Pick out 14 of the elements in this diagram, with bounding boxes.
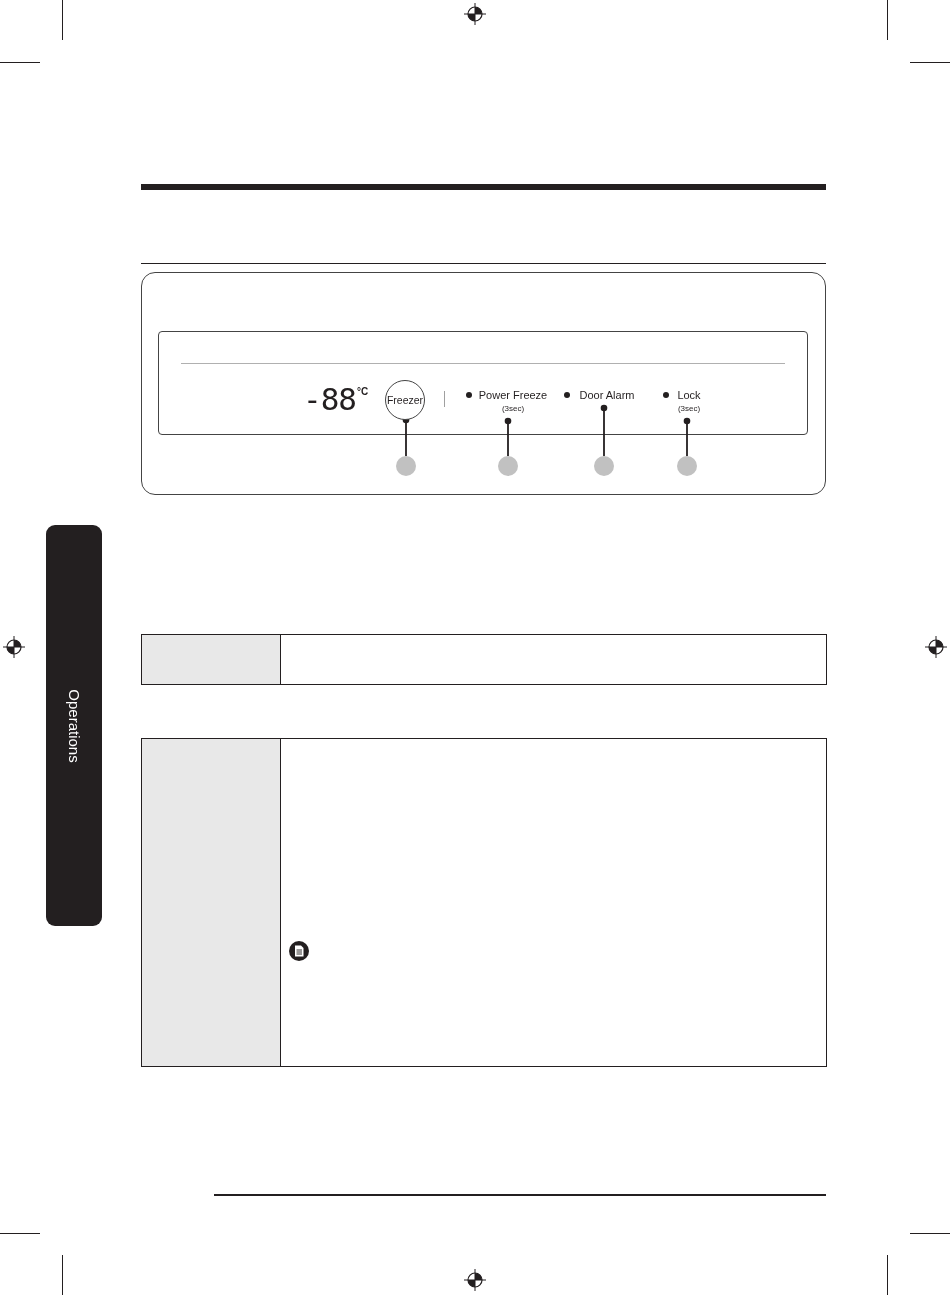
unit-label: °C [357,386,369,397]
control-label: Lock (3sec) [677,389,701,421]
temperature-display: -88 [303,383,356,415]
callout-circle [396,456,416,476]
callout-circle [677,456,697,476]
callout-circle [594,456,614,476]
leader-line [600,404,608,457]
leader-line [504,417,512,457]
section-tab-label: Operations [65,688,83,763]
control-label: Door Alarm [579,389,635,408]
control-label: Power Freeze (3sec) [478,389,548,421]
leader-line [683,417,691,457]
callout-circle [498,456,518,476]
round-button: Freezer [385,380,425,420]
